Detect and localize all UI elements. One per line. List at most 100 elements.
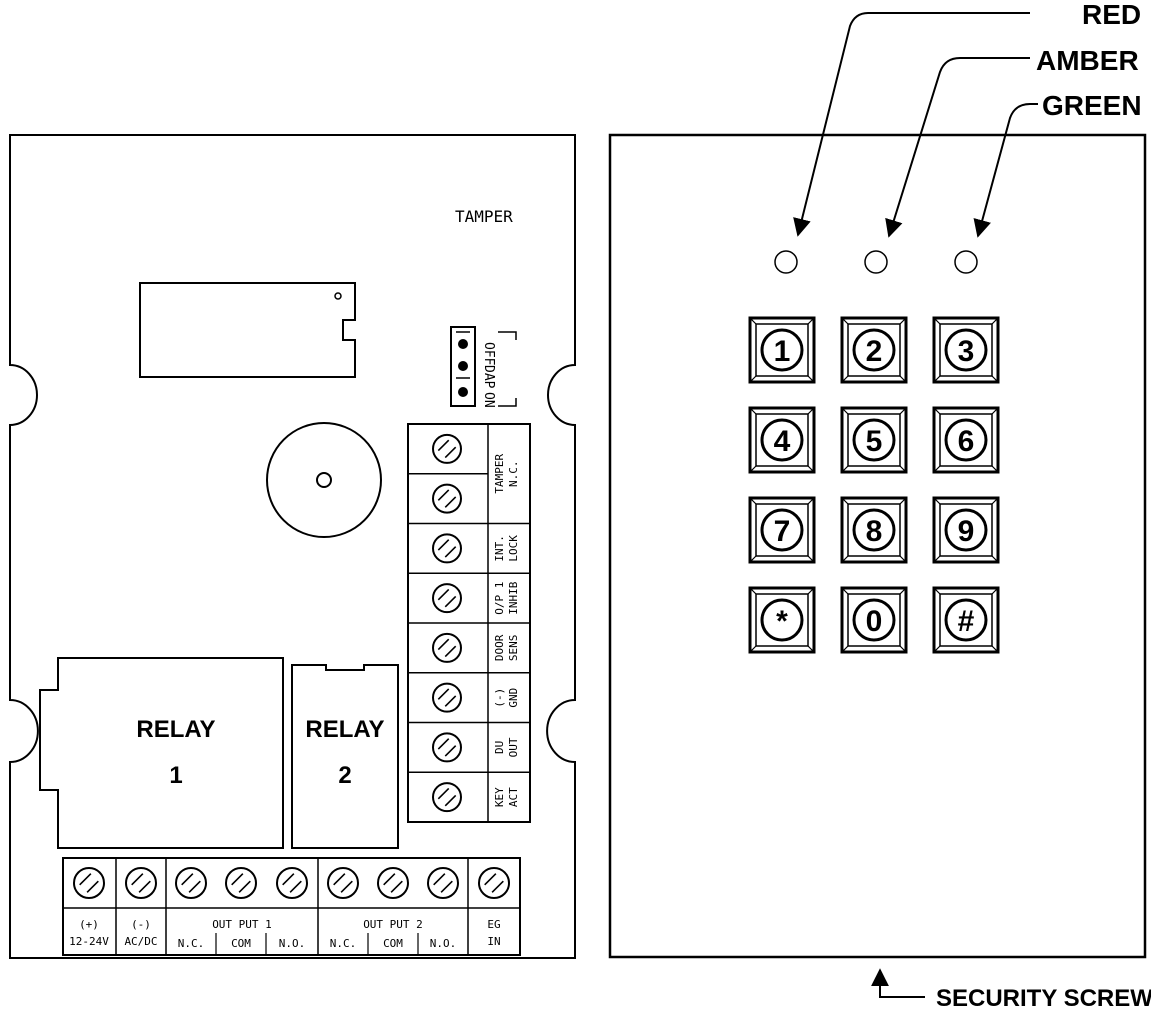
- keypad-keys: 1 2 3 4 5 6 7 8 9 * 0 #: [748, 316, 1000, 654]
- keypad-key[interactable]: 2: [840, 316, 908, 384]
- bottom-terminal-block: (+) 12-24V (-) AC/DC OUT PUT 1 N.C. COM …: [62, 857, 521, 956]
- output-1-title: OUT PUT 1: [212, 918, 272, 931]
- output-2-no: N.O.: [430, 937, 457, 950]
- svg-text:N.C.: N.C.: [507, 461, 520, 488]
- security-screw-leader: [871, 968, 925, 998]
- green-callout-leader: [973, 103, 1038, 238]
- bottom-terminal-screw: [478, 867, 510, 899]
- keypad-key-label: 2: [866, 335, 883, 368]
- amber-callout-label: AMBER: [1036, 45, 1139, 76]
- keypad-key[interactable]: *: [748, 586, 816, 654]
- keypad-key-label: 8: [866, 515, 883, 548]
- side-terminal-screw: [432, 483, 462, 514]
- output-1-com: COM: [231, 937, 251, 950]
- keypad-key-label: *: [776, 605, 788, 638]
- keypad-key[interactable]: 5: [840, 406, 908, 474]
- relay-1-label: RELAY: [136, 716, 215, 743]
- bottom-terminal-screw: [327, 867, 359, 899]
- side-terminal-label: INT.LOCK: [493, 535, 520, 562]
- keypad-key-label: 9: [958, 515, 975, 548]
- dap-off-label: OFF: [481, 342, 496, 366]
- tamper-label: TAMPER: [455, 207, 513, 226]
- chip: [139, 282, 356, 378]
- svg-text:(-): (-): [493, 688, 506, 708]
- output-2-nc: N.C.: [330, 937, 357, 950]
- svg-text:DOOR: DOOR: [493, 634, 506, 661]
- power-neg-label: (-): [131, 918, 151, 931]
- keypad-key[interactable]: 9: [932, 496, 1000, 564]
- side-terminal-screw: [432, 732, 462, 763]
- green-led: [954, 250, 978, 274]
- keypad-key[interactable]: 1: [748, 316, 816, 384]
- side-terminal-screw: [432, 782, 462, 813]
- bottom-terminal-screw: [225, 867, 257, 899]
- keypad-key-label: #: [958, 605, 975, 638]
- eg-in-sub: IN: [487, 935, 500, 948]
- keypad-key-label: 7: [774, 515, 791, 548]
- dap-on-label: ON: [481, 392, 496, 408]
- power-pos-voltage: 12-24V: [69, 935, 109, 948]
- keypad-key-label: 0: [866, 605, 883, 638]
- red-callout-label: RED: [1082, 0, 1141, 30]
- keypad-key[interactable]: 7: [748, 496, 816, 564]
- amber-led: [864, 250, 888, 274]
- keypad-key-label: 4: [774, 425, 791, 458]
- keypad-unit: 1 2 3 4 5 6 7 8 9 * 0 #: [608, 133, 1147, 959]
- bottom-terminal-screw: [427, 867, 459, 899]
- red-led: [774, 250, 798, 274]
- svg-text:GND: GND: [507, 688, 520, 708]
- side-terminal-screw: [432, 533, 462, 564]
- green-callout-label: GREEN: [1042, 90, 1142, 121]
- svg-text:LOCK: LOCK: [507, 535, 520, 562]
- relay-2-label: RELAY: [305, 716, 384, 743]
- keypad-key[interactable]: 6: [932, 406, 1000, 474]
- keypad-key-label: 6: [958, 425, 975, 458]
- bottom-terminal-screw: [73, 867, 105, 899]
- svg-text:INT.: INT.: [493, 535, 506, 562]
- buzzer: [266, 422, 382, 538]
- security-screw-label: SECURITY SCREW: [936, 985, 1151, 1012]
- keypad-key[interactable]: 8: [840, 496, 908, 564]
- keypad-key[interactable]: 3: [932, 316, 1000, 384]
- relay-2: RELAY 2: [291, 664, 399, 849]
- bottom-terminal-screw: [175, 867, 207, 899]
- output-2-com: COM: [383, 937, 403, 950]
- keypad-key-label: 1: [774, 335, 791, 368]
- dap-jumper: OFF DAP ON: [450, 326, 517, 408]
- side-terminal-screw: [432, 632, 462, 663]
- dap-label: DAP: [481, 365, 496, 389]
- keypad-housing: [608, 133, 1147, 959]
- bottom-terminal-screw: [377, 867, 409, 899]
- power-neg-type: AC/DC: [124, 935, 157, 948]
- amber-callout-leader: [885, 57, 1030, 238]
- power-pos-label: (+): [79, 918, 99, 931]
- svg-text:ACT: ACT: [507, 787, 520, 807]
- keypad-key[interactable]: 4: [748, 406, 816, 474]
- keypad-key[interactable]: 0: [840, 586, 908, 654]
- bottom-terminal-screw: [276, 867, 308, 899]
- output-1-nc: N.C.: [178, 937, 205, 950]
- relay-1: RELAY 1: [39, 657, 284, 849]
- eg-in-label: EG: [487, 918, 500, 931]
- relay-2-number: 2: [338, 762, 351, 789]
- svg-text:O/P 1: O/P 1: [493, 582, 506, 615]
- relay-1-number: 1: [169, 762, 182, 789]
- red-callout-leader: [793, 12, 1030, 237]
- control-board: TAMPER OFF DAP ON RELAY: [9, 134, 576, 959]
- board-outline: [9, 134, 576, 959]
- side-terminal-label: (-)GND: [493, 688, 520, 708]
- side-terminal-screw: [432, 682, 462, 713]
- keypad-key[interactable]: #: [932, 586, 1000, 654]
- side-terminal-screw: [432, 583, 462, 614]
- callouts: RED AMBER GREEN SECURITY SCREW: [793, 0, 1151, 1012]
- svg-text:OUT: OUT: [507, 737, 520, 757]
- keypad-key-label: 5: [866, 425, 883, 458]
- svg-text:TAMPER: TAMPER: [493, 454, 506, 494]
- keypad-key-label: 3: [958, 335, 975, 368]
- bottom-terminal-screw: [125, 867, 157, 899]
